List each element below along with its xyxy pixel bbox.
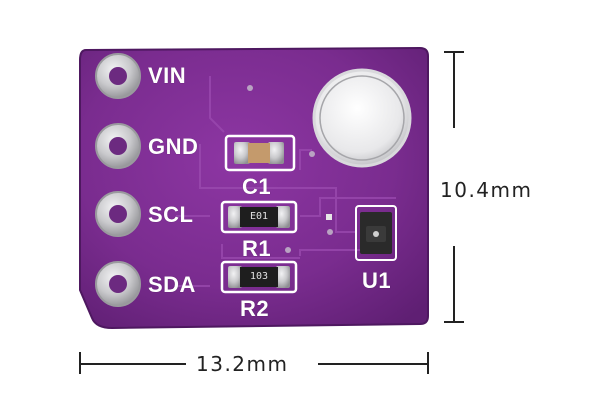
u1-pin1-dot xyxy=(326,214,332,220)
r2-outline xyxy=(220,260,298,294)
c1-outline xyxy=(224,134,296,172)
r1-designator: R1 xyxy=(242,236,272,261)
height-dimension-label: 10.4mm xyxy=(440,178,533,202)
mounting-hole-pad xyxy=(312,68,412,168)
pin-sda-hole xyxy=(109,275,127,293)
r1-marking: E01 xyxy=(250,211,269,222)
r2-marking: 103 xyxy=(250,271,269,282)
pin-vin-hole xyxy=(109,67,127,85)
c1-pad-left xyxy=(234,142,250,164)
pcb-traces xyxy=(176,76,396,287)
r1-resistor-body xyxy=(240,207,278,227)
pin-label-scl: SCL xyxy=(148,202,194,227)
r2-designator: R2 xyxy=(240,296,270,321)
width-dimension-label: 13.2mm xyxy=(196,352,289,376)
pin-label-gnd: GND xyxy=(148,134,199,159)
r2-pad-left xyxy=(228,266,242,288)
pin-label-sda: SDA xyxy=(148,272,196,297)
height-dimension-marker xyxy=(444,51,464,323)
pin-label-vin: VIN xyxy=(148,63,187,88)
mounting-hole-ring xyxy=(319,75,405,161)
width-dimension-marker xyxy=(79,352,429,374)
r2-resistor-body xyxy=(240,267,278,287)
pin-header xyxy=(95,53,141,307)
vias xyxy=(247,85,333,253)
c1-designator: C1 xyxy=(242,174,272,199)
r1-outline xyxy=(220,200,298,234)
u1-designator: U1 xyxy=(362,268,392,293)
pin-scl-hole xyxy=(109,205,127,223)
u1-sensor-port xyxy=(373,231,379,237)
u1-outline xyxy=(355,205,397,261)
pin-gnd-hole xyxy=(109,137,127,155)
r1-pad-right xyxy=(276,206,290,228)
c1-capacitor-body xyxy=(248,143,270,163)
r1-pad-left xyxy=(228,206,242,228)
c1-pad-right xyxy=(268,142,284,164)
r2-pad-right xyxy=(276,266,290,288)
